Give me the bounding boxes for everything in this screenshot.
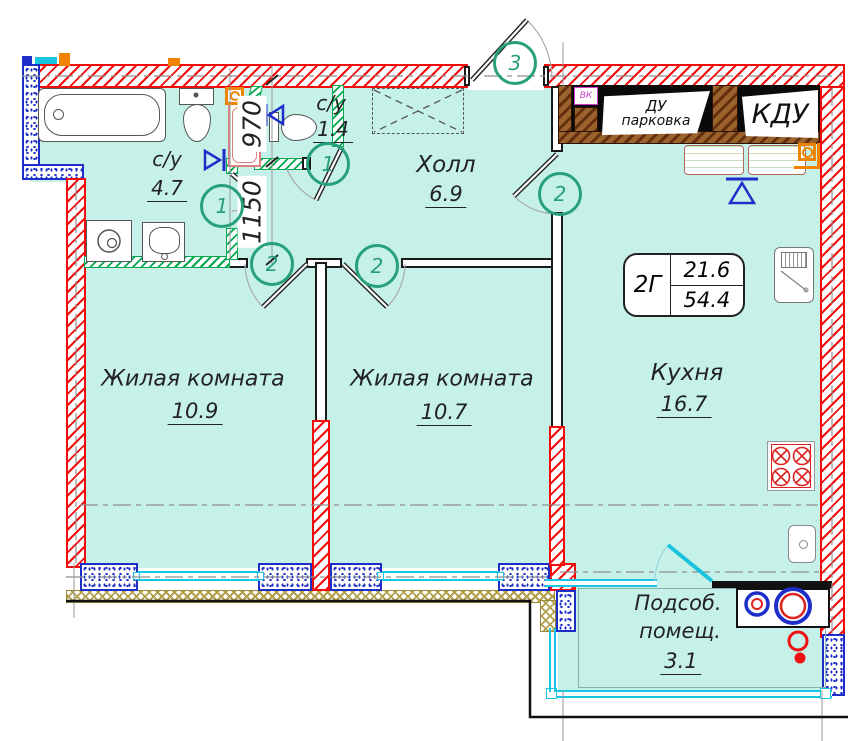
vent-marker-1	[203, 148, 226, 172]
kitchen-sink	[788, 525, 816, 563]
room-area-bath2: 1.4	[313, 117, 353, 143]
toilet-bowl-bath1	[183, 104, 211, 142]
facade-mark-orange-1	[59, 53, 70, 66]
insulation-vertical	[540, 600, 556, 632]
du-parking-line2: парковка	[621, 112, 691, 129]
vk-box: ВК	[574, 87, 598, 105]
stamp-unit-type: 2Г	[625, 255, 671, 315]
facade-mark-orange-2	[168, 58, 180, 66]
footprint-outline	[66, 599, 848, 719]
door-marker-3: 3	[493, 41, 537, 85]
room-area-living1: 10.9	[167, 399, 223, 425]
pier-4	[498, 563, 550, 591]
utility-outline	[578, 588, 826, 688]
dimension-970: 970	[237, 96, 267, 152]
counter-bar	[712, 581, 832, 588]
room-label-bath1: с/у	[152, 147, 182, 171]
vk-label: ВК	[579, 91, 593, 101]
door-marker-1a: 1	[200, 184, 244, 228]
room-label-utility-2: помещ.	[639, 619, 721, 643]
counter-unit-1	[684, 145, 744, 175]
pillar-living2-kitchen	[549, 426, 565, 566]
bathtub	[38, 88, 166, 142]
utility-glazing-bottom	[548, 690, 832, 698]
orange-line-v	[817, 143, 820, 169]
door-marker-2b: 2	[355, 244, 399, 288]
window-living1	[138, 571, 260, 581]
wall-left-step	[22, 164, 84, 180]
du-parking-line1: ДУ	[645, 96, 667, 115]
witness-lines	[73, 42, 823, 741]
door-marker-1b: 1	[306, 142, 350, 186]
orange-line-h	[794, 166, 820, 169]
kdu-panel: КДУ	[742, 90, 818, 138]
stove-burners	[771, 446, 812, 487]
vent-marker-2	[264, 103, 285, 127]
utility-glazing-left	[549, 628, 556, 692]
ground-symbol	[726, 177, 758, 205]
toilet-bowl-bath2	[281, 114, 317, 141]
window-cap	[377, 572, 384, 580]
washer-drum	[97, 229, 121, 253]
room-label-kitchen: Кухня	[650, 360, 724, 386]
room-label-bath2: с/у	[316, 91, 346, 115]
door-marker-2c: 2	[538, 172, 582, 216]
toilet-button	[193, 92, 199, 98]
room-label-utility-1: Подсоб.	[634, 591, 722, 615]
window-living2	[382, 571, 500, 581]
radiator	[787, 630, 809, 664]
wardrobe-cross	[373, 89, 463, 133]
axis-lines	[22, 75, 845, 636]
fridge-door-line	[780, 270, 809, 293]
pier-utility-left	[556, 590, 576, 632]
room-label-hall: Холл	[416, 152, 476, 178]
utility-partition	[545, 579, 657, 587]
wall-pier-bottom-right	[822, 634, 845, 696]
laundry-basins	[744, 587, 812, 625]
orange-fixture-icon	[798, 143, 816, 161]
window-cap	[497, 572, 504, 580]
du-parking-panel: ДУ парковка	[602, 91, 710, 135]
room-area-bath1: 4.7	[147, 176, 187, 202]
sink-bath1	[142, 222, 185, 262]
facade-mark-cyan	[35, 57, 57, 64]
room-label-living2: Жилая комната	[350, 366, 534, 392]
room-label-living1: Жилая комната	[101, 366, 285, 392]
wardrobe-dashed-box	[372, 88, 464, 134]
facade-mark-blue	[22, 56, 32, 65]
room-area-utility: 3.1	[660, 649, 702, 675]
stamp-total-area: 54.4	[683, 288, 731, 313]
counter-unit-2	[748, 145, 806, 175]
apartment-stamp: 2Г 21.6 54.4	[623, 253, 745, 317]
room-area-living2: 10.7	[416, 400, 472, 426]
glazing-corner-right	[820, 688, 831, 699]
window-cap	[257, 572, 264, 580]
fridge	[774, 247, 814, 303]
floor-main	[74, 182, 830, 568]
door-arcs	[231, 19, 669, 582]
door-marker-2a: 2	[250, 242, 294, 286]
glazing-corner-left	[546, 688, 557, 699]
kdu-label: КДУ	[751, 98, 809, 130]
stamp-living-area: 21.6	[670, 255, 743, 286]
room-area-hall: 6.9	[425, 182, 467, 208]
window-cap	[133, 572, 140, 580]
room-area-kitchen: 16.7	[656, 392, 712, 418]
washing-machine	[86, 220, 132, 262]
